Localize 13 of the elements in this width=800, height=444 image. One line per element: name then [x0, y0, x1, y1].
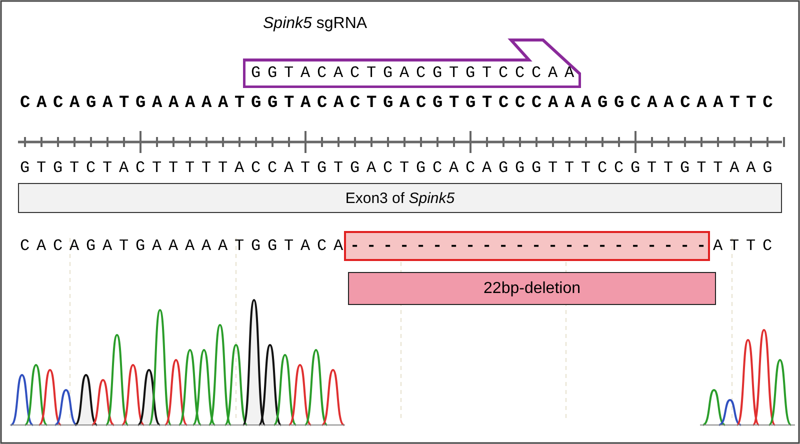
- bar-label: 22bp-deletion: [484, 280, 580, 298]
- dna-sequence: GGTACACTGACGTGTCCCAA: [251, 65, 582, 81]
- dna-sequence: GTGTCTACTTTTTACCATGTGACTGCACAGGGTTTCCGTTGTTAAG: [20, 160, 780, 176]
- sgrna-arrow: [243, 38, 581, 88]
- deletion-highlight: [344, 231, 710, 261]
- deletion-dashes: ----------------------: [350, 238, 714, 254]
- dna-sequence: CACAGATGAAAAATGGTACA: [20, 238, 350, 254]
- bar-label: Exon3 of Spink5: [345, 190, 455, 206]
- sgrna-label: Spink5 sgRNA: [263, 15, 368, 33]
- deletion-bar: [348, 272, 716, 305]
- dna-sequence: ATTC: [713, 238, 780, 254]
- exon-bar: [18, 183, 782, 213]
- dna-sequence: CACAGATGAAAAATGGTACACTGACGTGTCCCAAAGGCAACAATTC: [20, 95, 780, 112]
